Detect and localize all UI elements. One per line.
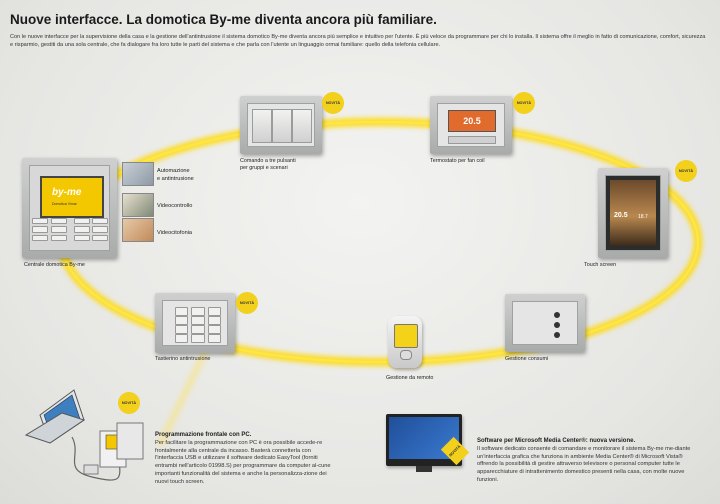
pc-programming-text: Per facilitare la programmazione con PC … xyxy=(155,440,331,485)
touch-temp-readout-2: 18.7 xyxy=(638,214,648,220)
phone-nav-key xyxy=(400,350,412,360)
antintrusion-keypad[interactable] xyxy=(155,293,235,353)
scene-button-control[interactable] xyxy=(240,96,322,154)
feature-videophone: Videocitofonia xyxy=(157,230,193,236)
central-unit-icon xyxy=(99,422,144,468)
intro-paragraph: Con le nuove interfacce per la supervisi… xyxy=(10,34,706,48)
keypad-label: Tastierino antintrusione xyxy=(155,356,211,362)
videophone-thumbnail xyxy=(122,218,154,242)
remote-label: Gestione da remoto xyxy=(386,375,434,381)
consumption-indicators xyxy=(553,310,561,340)
pc-programming-title: Programmazione frontale con PC. xyxy=(155,432,252,438)
fan-coil-thermostat[interactable]: 20.5 xyxy=(430,96,512,154)
badge-new: NOVITÀ xyxy=(322,92,344,114)
automation-thumbnail xyxy=(122,162,154,186)
thermostat-label: Termostato per fan coil xyxy=(430,158,485,164)
laptop-usb-illustration xyxy=(24,389,144,481)
badge-new: NOVITÀ xyxy=(118,392,140,414)
media-center-text: Il software dedicato consente di comanda… xyxy=(477,446,691,483)
feature-videocontrol: Videocontrollo xyxy=(157,203,193,209)
touch-screen-device[interactable]: 20.5 18.7 xyxy=(598,168,668,258)
central-screen: by-me Domotica Vimar xyxy=(40,176,104,218)
touch-temp-readout: 20.5 xyxy=(614,212,628,219)
touch-screen-label: Touch screen xyxy=(584,262,617,268)
videocontrol-thumbnail xyxy=(122,193,154,217)
screen-subtitle: Domotica Vimar xyxy=(52,202,77,206)
consumption-label: Gestione consumi xyxy=(505,356,549,362)
central-unit[interactable]: by-me Domotica Vimar xyxy=(22,158,117,258)
badge-new: NOVITÀ xyxy=(236,292,258,314)
central-keypad xyxy=(32,218,109,248)
page-title: Nuove interfacce. La domotica By-me dive… xyxy=(10,12,437,27)
by-me-logo: by-me xyxy=(52,187,82,198)
laptop-icon xyxy=(24,389,86,444)
thermostat-display: 20.5 xyxy=(448,110,496,132)
badge-new: NOVITÀ xyxy=(675,160,697,182)
feature-automation: Automazione e antintrusione xyxy=(157,168,194,182)
touch-screen-display: 20.5 18.7 xyxy=(610,180,656,246)
scene-button-label: Comando a tre pulsanti per gruppi e scen… xyxy=(240,158,296,171)
consumption-manager[interactable] xyxy=(505,294,585,352)
badge-new: NOVITÀ xyxy=(513,92,535,114)
media-center-title: Software per Microsoft Media Center®: nu… xyxy=(477,438,636,444)
central-unit-label: Centrale domotica By-me xyxy=(24,262,85,268)
mobile-phone-remote[interactable] xyxy=(388,316,422,368)
phone-screen xyxy=(394,324,418,348)
